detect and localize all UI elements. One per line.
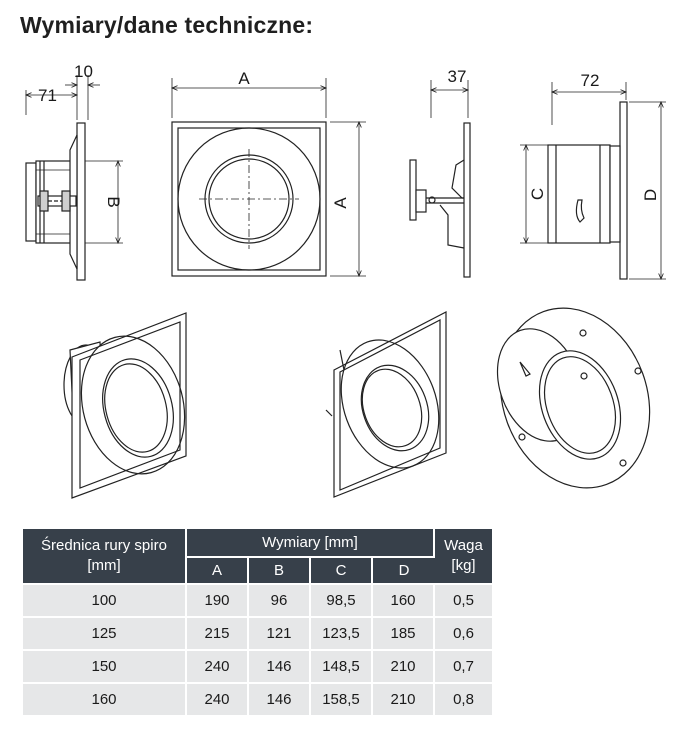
cell-c: 123,5 [311,618,373,651]
isometric-view-3 [496,307,651,489]
cell-a: 190 [187,585,249,618]
dim-d: D [641,189,660,201]
cell-b: 146 [249,684,311,717]
dim-10: 10 [74,62,93,81]
cell-diameter: 160 [23,684,187,717]
cell-c: 158,5 [311,684,373,717]
header-weight: Waga [kg] [435,529,492,585]
dim-71: 71 [38,86,57,105]
table-row: 160 240 146 158,5 210 0,8 [23,684,492,717]
cell-weight: 0,7 [435,651,492,684]
cell-d: 185 [373,618,435,651]
header-d: D [373,558,435,585]
cell-b: 121 [249,618,311,651]
cell-a: 240 [187,651,249,684]
dim-c: C [528,188,547,200]
table-row: 150 240 146 148,5 210 0,7 [23,651,492,684]
side-view-3 [520,82,666,279]
header-dimensions: Wymiary [mm] [187,529,435,558]
isometric-view-2 [325,311,447,498]
cell-diameter: 125 [23,618,187,651]
table-row: 100 190 96 98,5 160 0,5 [23,585,492,618]
header-a: A [187,558,249,585]
dim-b: B [104,196,123,207]
cell-c: 148,5 [311,651,373,684]
cell-a: 240 [187,684,249,717]
cell-b: 96 [249,585,311,618]
header-diameter: Średnica rury spiro [mm] [23,529,187,585]
cell-diameter: 100 [23,585,187,618]
cell-a: 215 [187,618,249,651]
header-c: C [311,558,373,585]
cell-weight: 0,8 [435,684,492,717]
side-view-2 [409,80,471,278]
dim-a-side: A [331,197,350,209]
cell-weight: 0,6 [435,618,492,651]
cell-diameter: 150 [23,651,187,684]
spec-table: Średnica rury spiro [mm] Wymiary [mm] Wa… [23,529,492,717]
cell-d: 210 [373,651,435,684]
dim-72: 72 [581,71,600,90]
cell-b: 146 [249,651,311,684]
side-view-1 [26,75,123,281]
dim-a-top: A [238,69,250,88]
cell-weight: 0,5 [435,585,492,618]
technical-drawings: 71 10 B A A 37 [0,62,666,499]
cell-d: 160 [373,585,435,618]
isometric-view-1 [63,312,187,499]
header-b: B [249,558,311,585]
page-title: Wymiary/dane techniczne: [20,12,314,38]
cell-d: 210 [373,684,435,717]
front-view [172,78,366,276]
cell-c: 98,5 [311,585,373,618]
table-row: 125 215 121 123,5 185 0,6 [23,618,492,651]
dim-37: 37 [448,67,467,86]
